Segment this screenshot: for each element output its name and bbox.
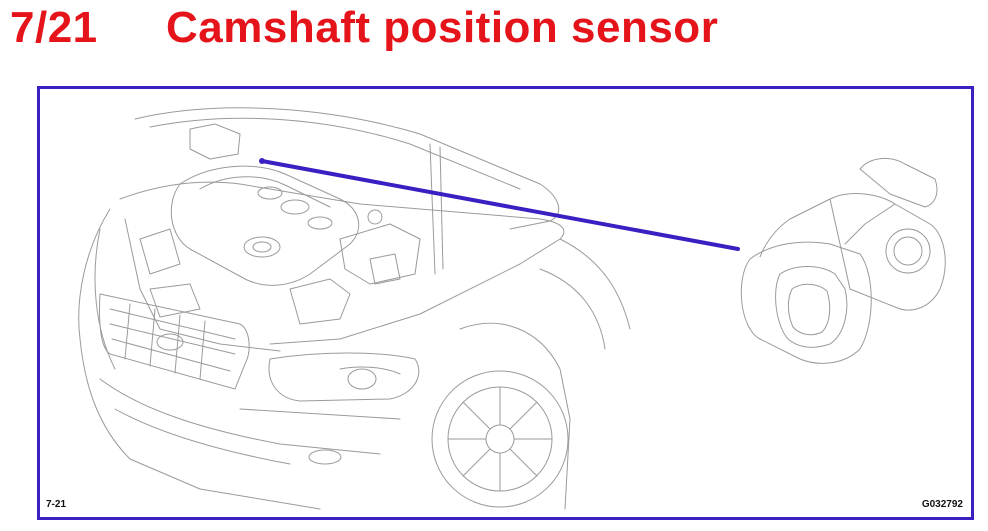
page-number: 7/21	[10, 3, 98, 52]
leader-origin-dot	[259, 158, 265, 164]
sensor-leader-line	[260, 159, 740, 251]
figure-caption-number: 7-21	[46, 499, 67, 510]
figure-caption-code: G032792	[921, 499, 963, 510]
illustration-frame: 7-21 G032792	[37, 86, 974, 520]
page-header: 7/21 Camshaft position sensor	[10, 2, 718, 54]
engine-bay-illustration	[78, 107, 946, 510]
page-title: Camshaft position sensor	[166, 3, 719, 52]
